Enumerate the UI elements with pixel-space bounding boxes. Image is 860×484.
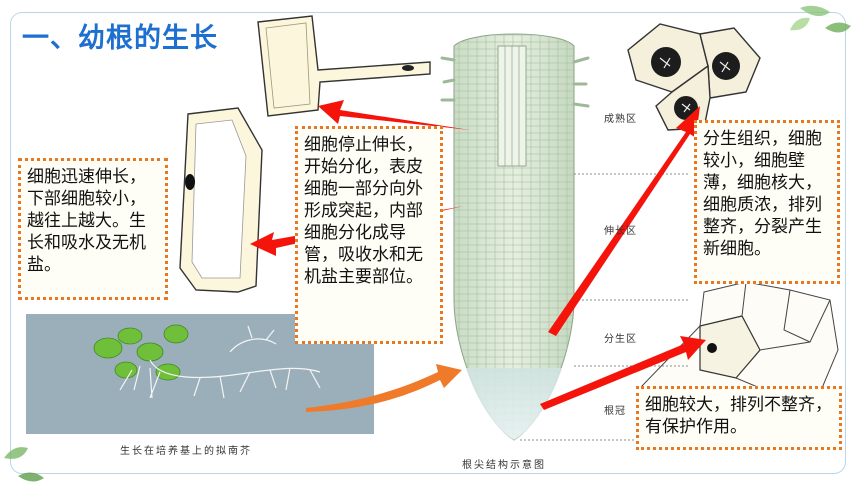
meristem-cells-diagram	[627, 23, 761, 131]
root-tip-diagram	[440, 33, 690, 441]
leaf-decoration-bottom-left	[4, 447, 44, 482]
arrow-to-root-hair-cell	[318, 100, 470, 130]
diagram-caption: 根尖结构示意图	[462, 460, 546, 471]
arrow-to-elongating-cell	[250, 206, 464, 256]
zone-label-meristem: 分生区	[604, 334, 637, 345]
root-cap-cells-diagram	[638, 281, 839, 389]
elongating-cell-diagram	[179, 107, 263, 293]
photo-caption: 生长在培养基上的拟南芥	[120, 446, 252, 457]
arrow-to-meristem-cells	[548, 106, 700, 336]
slide-frame	[10, 12, 846, 474]
elongation-zone-callout: 细胞迅速伸长，下部细胞较小，越往上越大。生长和吸水及无机盐。	[18, 158, 168, 300]
root-cap-callout: 细胞较大，排列不整齐，有保护作用。	[636, 386, 842, 450]
leaf-decoration-top-right	[790, 5, 851, 33]
zone-label-maturation: 成熟区	[604, 114, 637, 125]
arrow-to-root-cap-cells	[540, 336, 706, 410]
arrow-photo-to-root-tip	[306, 364, 462, 412]
root-hair-cell-diagram	[257, 15, 431, 117]
page-title: 一、幼根的生长	[22, 23, 218, 54]
maturation-zone-callout: 细胞停止伸长，开始分化，表皮细胞一部分向外形成突起，内部细胞分化成导管，吸收水和…	[295, 126, 443, 344]
zone-label-root-cap: 根冠	[604, 406, 626, 417]
meristem-zone-callout: 分生组织，细胞较小，细胞壁薄，细胞核大，细胞质浓，排列整齐，分裂产生新细胞。	[694, 120, 840, 284]
zone-label-elongation: 伸长区	[604, 226, 637, 237]
